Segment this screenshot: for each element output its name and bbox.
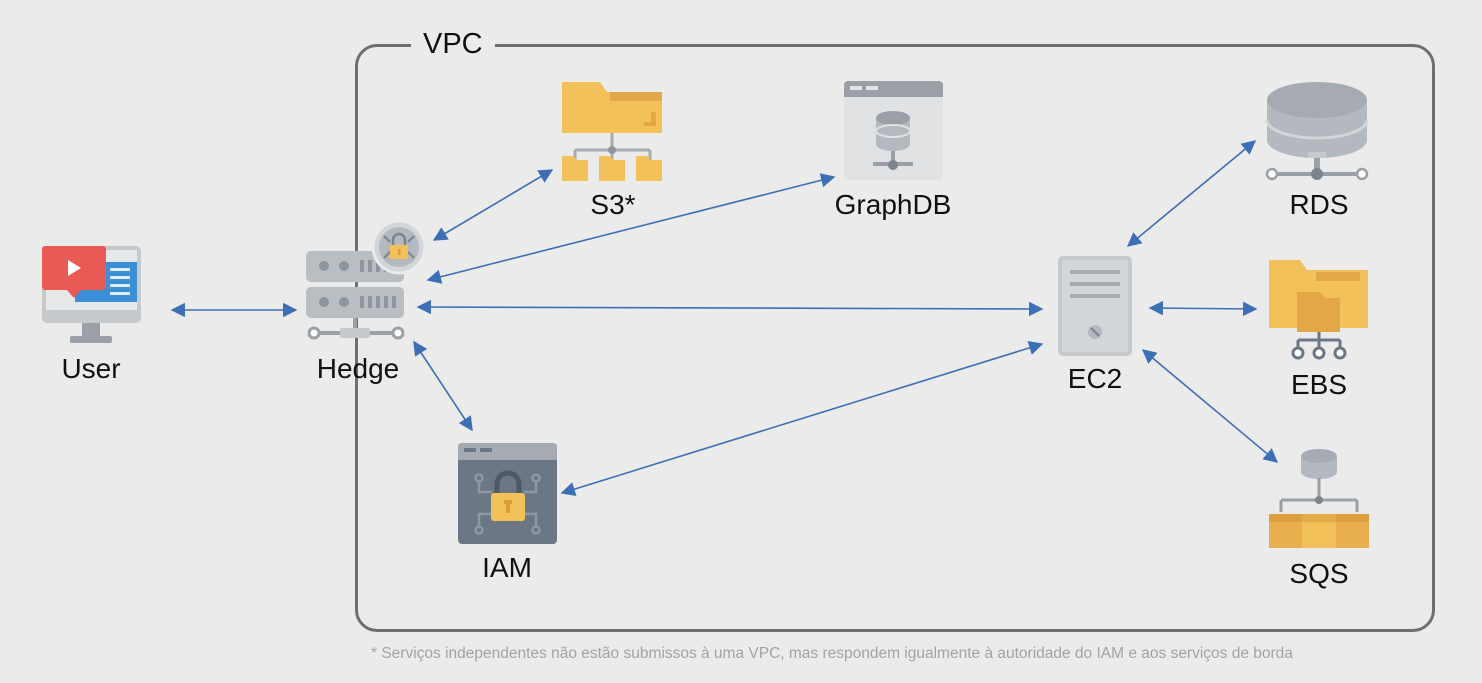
edge-hedge-ec2: [416, 299, 1044, 317]
footnote: * Serviços independentes não estão submi…: [371, 645, 1293, 662]
node-label-ebs: EBS: [1290, 369, 1348, 400]
node-label-iam: IAM: [482, 552, 532, 583]
node-label-rds: RDS: [1289, 189, 1349, 220]
edge-ec2-ebs: [1148, 300, 1258, 317]
node-label-user: User: [61, 353, 121, 384]
database-network-icon: [1265, 82, 1369, 181]
node-label-sqs: SQS: [1289, 558, 1349, 589]
lock-window-icon: [458, 443, 557, 544]
server-lock-icon: [306, 219, 427, 340]
edge-hedge-iam: [413, 340, 473, 432]
vpc-label: VPC: [411, 26, 495, 62]
edge-ec2-rds: [1126, 140, 1257, 247]
node-label-s3: S3*: [590, 189, 636, 220]
database-window-icon: [844, 81, 943, 180]
folder-network-icon: [1269, 260, 1368, 360]
edge-iam-ec2: [560, 340, 1044, 497]
node-label-ec2: EC2: [1067, 363, 1123, 394]
server-tower-icon: [1058, 256, 1132, 356]
edge-ec2-sqs: [1141, 349, 1279, 463]
folder-tree-icon: [562, 82, 662, 181]
monitor-video-icon: [42, 246, 141, 343]
node-label-graphdb: GraphDB: [834, 189, 952, 220]
edge-hedge-graphdb: [426, 173, 836, 284]
queue-blocks-icon: [1269, 449, 1369, 548]
node-label-hedge: Hedge: [316, 353, 400, 384]
